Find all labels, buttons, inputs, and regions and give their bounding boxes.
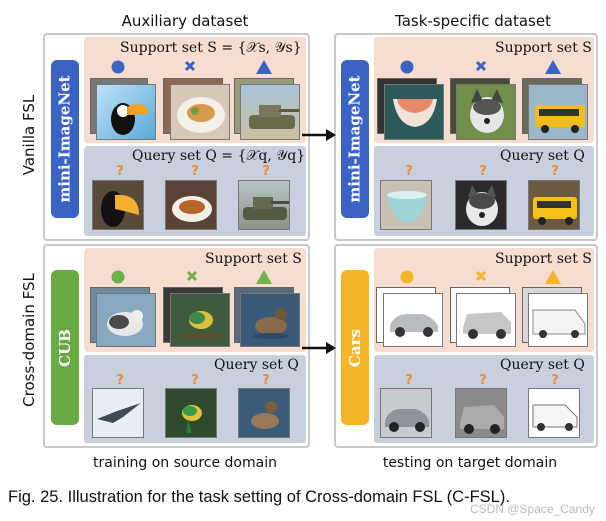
triangle-marker — [256, 270, 272, 284]
support-image-food-plate — [170, 84, 230, 140]
cross-marker — [184, 60, 196, 72]
query-image-tank — [238, 180, 290, 230]
query-mark: ? — [405, 164, 413, 179]
triangle-marker — [545, 270, 561, 284]
support-image-silver-suv — [456, 293, 516, 347]
query-image-seabird — [92, 388, 144, 438]
query-mark: ? — [116, 373, 124, 388]
query-image-toucan — [92, 180, 144, 230]
column-header-task-specific: Task-specific dataset — [395, 12, 551, 30]
support-set-label: Support set S — [205, 251, 302, 267]
circle-marker — [111, 60, 125, 74]
support-image-toucan — [96, 84, 156, 140]
column-header-auxiliary: Auxiliary dataset — [121, 12, 249, 30]
query-set-label: Query set Q — [214, 357, 299, 373]
watermark: CSDN @Space_Candy — [470, 502, 595, 516]
arrow-bottom — [302, 342, 336, 354]
support-set-label: Support set S — [495, 40, 592, 56]
query-image-school-bus — [528, 180, 580, 230]
query-set-label: Query set Q — [500, 357, 585, 373]
cross-marker — [475, 60, 487, 72]
query-image-white-van — [528, 388, 580, 438]
dataset-bar-mini-imagenet-aux: mini-ImageNet — [51, 60, 79, 218]
footer-testing-label: testing on target domain — [382, 455, 558, 471]
class-markers — [111, 270, 272, 284]
query-mark: ? — [405, 373, 413, 388]
dataset-bar-cars: Cars — [341, 270, 369, 425]
query-mark: ? — [479, 164, 487, 179]
support-image-school-bus — [528, 84, 588, 140]
support-set-label: Support set S = {𝒳s, 𝒴s} — [120, 40, 302, 56]
query-image-soup-bowl — [165, 180, 217, 230]
dataset-bar-mini-imagenet-task: mini-ImageNet — [341, 60, 369, 218]
support-image-tank — [240, 84, 300, 140]
support-image-green-bird — [170, 293, 230, 347]
arrow-top — [302, 129, 336, 141]
query-mark: ? — [551, 164, 559, 179]
support-set-label: Support set S — [495, 251, 592, 267]
class-markers — [400, 60, 561, 74]
class-markers — [111, 60, 272, 74]
query-image-husky-dog — [455, 180, 507, 230]
triangle-marker — [545, 60, 561, 74]
circle-marker — [400, 60, 414, 74]
query-image-green-bird — [165, 388, 217, 438]
query-mark: ? — [116, 164, 124, 179]
support-image-white-van — [528, 293, 588, 347]
cross-marker — [475, 270, 487, 282]
query-mark: ? — [551, 373, 559, 388]
query-mark: ? — [191, 164, 199, 179]
row-label-cross-domain-fsl: Cross-domain FSL — [20, 273, 38, 407]
support-image-silver-sedan — [383, 293, 443, 347]
triangle-marker — [256, 60, 272, 74]
query-mark: ? — [191, 373, 199, 388]
support-image-husky-dog — [456, 84, 516, 140]
query-image-silver-suv — [455, 388, 507, 438]
cross-marker — [186, 270, 198, 282]
row-label-vanilla-fsl: Vanilla FSL — [20, 94, 38, 176]
query-image-bowl — [380, 180, 432, 230]
query-image-duck — [238, 388, 290, 438]
dataset-bar-cub: CUB — [51, 270, 79, 425]
support-image-duck — [240, 293, 300, 347]
query-set-label: Query set Q — [500, 148, 585, 164]
figure-caption: Fig. 25. Illustration for the task setti… — [8, 488, 510, 506]
circle-marker — [400, 270, 414, 284]
query-mark: ? — [262, 164, 270, 179]
support-image-bowl — [384, 84, 444, 140]
footer-training-label: training on source domain — [93, 455, 277, 471]
query-image-silver-sedan — [380, 388, 432, 438]
circle-marker — [111, 270, 125, 284]
support-image-seabird — [96, 293, 156, 347]
query-mark: ? — [262, 373, 270, 388]
query-set-label: Query set Q = {𝒳q, 𝒴q} — [132, 148, 306, 164]
class-markers — [400, 270, 561, 284]
query-mark: ? — [479, 373, 487, 388]
